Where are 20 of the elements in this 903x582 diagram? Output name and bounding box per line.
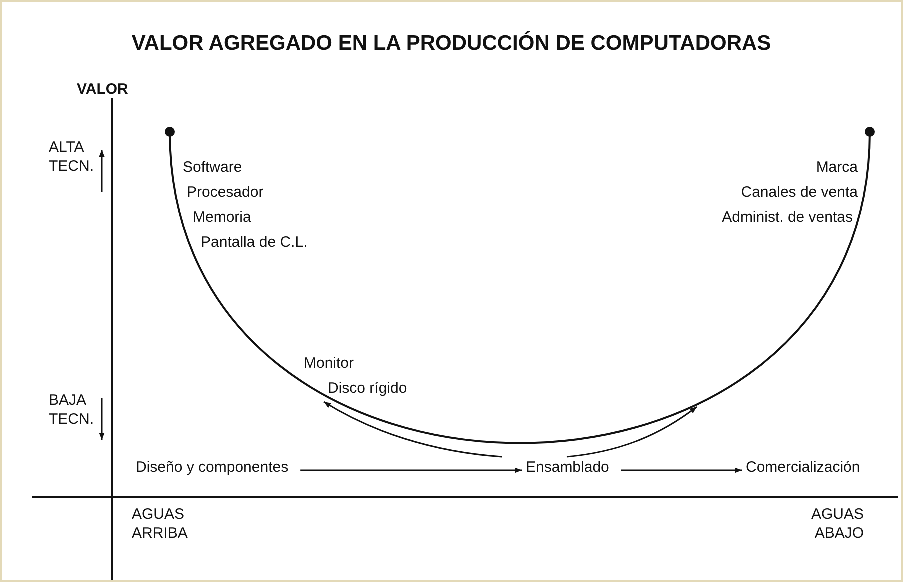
- diagram-title: VALOR AGREGADO EN LA PRODUCCIÓN DE COMPUTADORAS: [130, 32, 772, 56]
- curve-label: Software: [183, 158, 242, 177]
- curve-label: Monitor: [304, 354, 354, 373]
- stage-label: Ensamblado: [522, 458, 614, 477]
- stage-label: Diseño y componentes: [132, 458, 293, 477]
- curve-label: Pantalla de C.L.: [201, 233, 308, 252]
- scale-label: ALTA TECN.: [49, 138, 93, 176]
- curve-label: Administ. de ventas: [722, 208, 853, 227]
- scale-label: BAJA TECN.: [49, 391, 93, 429]
- stage-label: Comercialización: [742, 458, 864, 477]
- axis-label: AGUAS ABAJO: [810, 505, 864, 543]
- curve-label: Procesador: [187, 183, 264, 202]
- arrow: [621, 468, 742, 474]
- curve-label: Disco rígido: [328, 379, 408, 398]
- curve-label: Memoria: [193, 208, 252, 227]
- curve-label: Marca: [816, 158, 858, 177]
- curve-label: Canales de venta: [741, 183, 858, 202]
- axis-label: AGUAS ARRIBA: [132, 505, 189, 543]
- axis-title: VALOR: [77, 80, 128, 99]
- arrow: [300, 468, 522, 474]
